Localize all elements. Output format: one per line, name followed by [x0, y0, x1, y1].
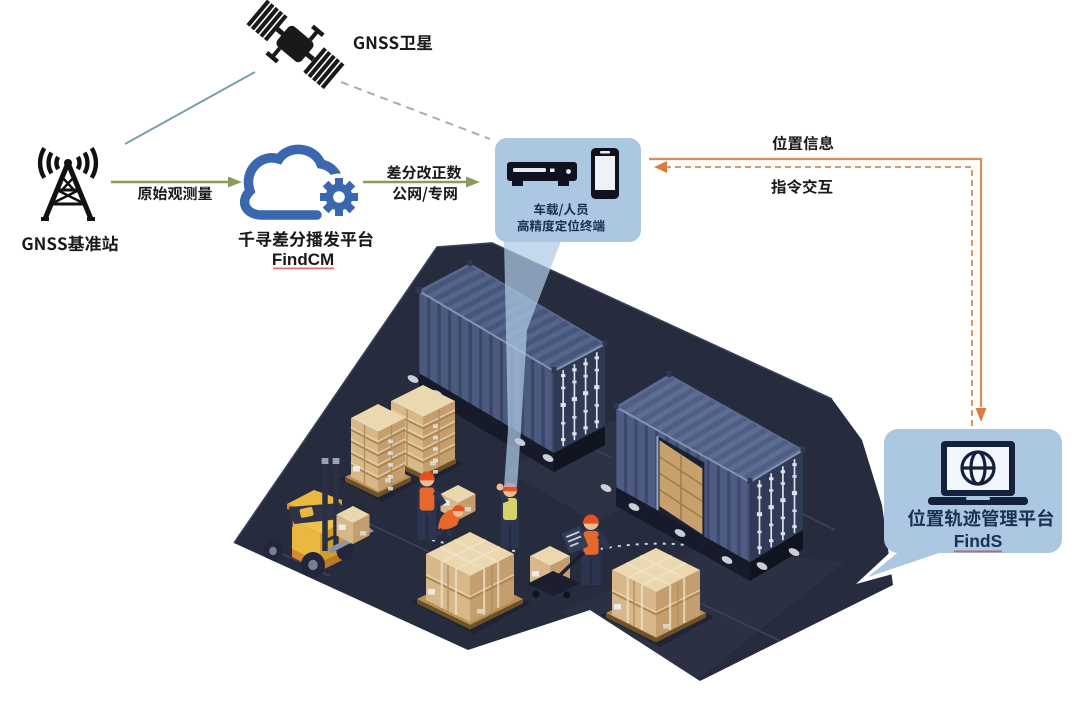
- svg-text:FindCM: FindCM: [272, 250, 334, 269]
- svg-text:FindS: FindS: [954, 531, 1003, 551]
